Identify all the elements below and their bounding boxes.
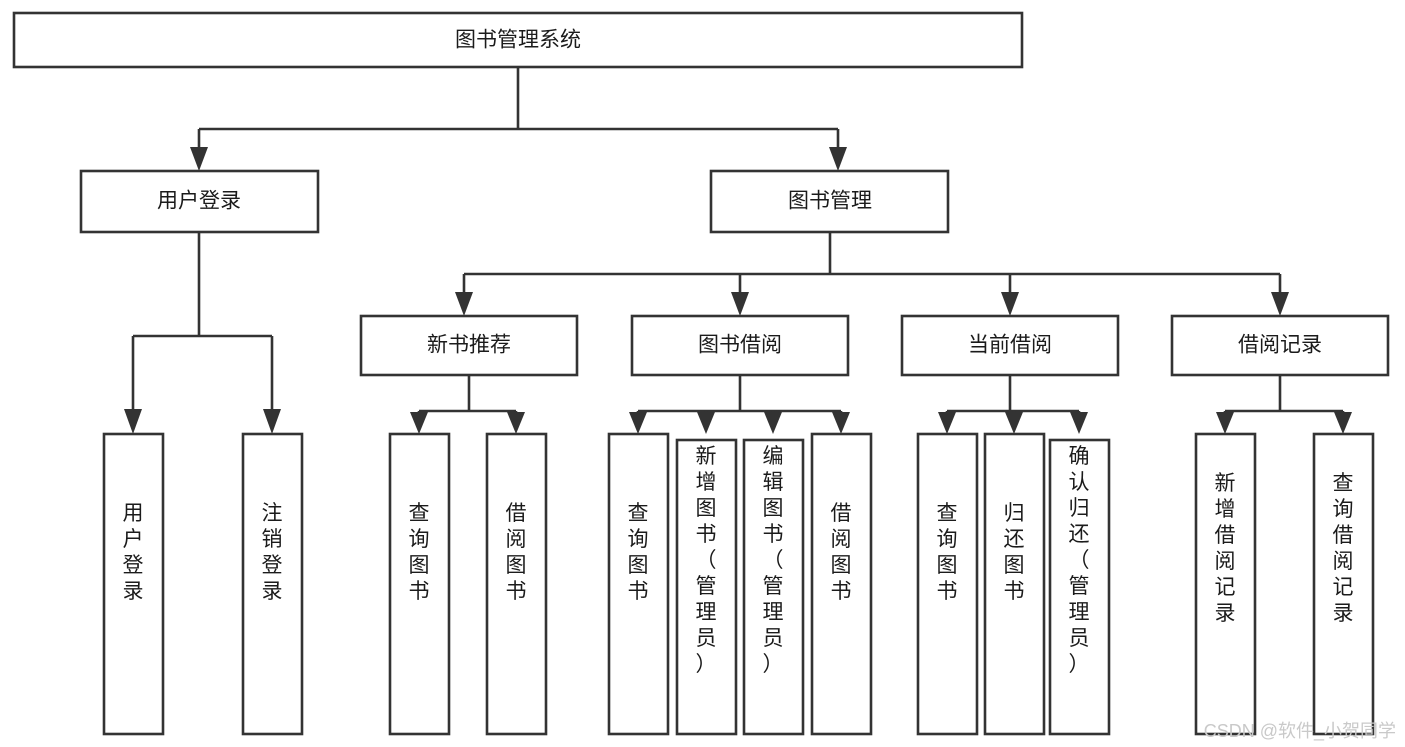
arrowhead-leaf-query-book-1 <box>410 412 428 434</box>
node-leaf-confirm-return[interactable]: 确认归还（管理员） <box>1048 438 1111 736</box>
node-borrow-record[interactable]: 借阅记录 <box>1170 314 1390 377</box>
arrowhead-leaf-user-login <box>124 409 142 434</box>
node-leaf-borrow-book-2[interactable]: 借阅图书 <box>810 432 873 736</box>
node-borrow-record-box[interactable] <box>1170 314 1390 377</box>
node-leaf-return-book-box[interactable] <box>983 432 1046 736</box>
node-borrow-record-label: 借阅记录 <box>1238 334 1322 357</box>
node-leaf-add-record-box[interactable] <box>1194 432 1257 736</box>
node-new-book-recommend-label: 新书推荐 <box>427 334 511 357</box>
arrowhead-leaf-query-book-2 <box>629 412 647 434</box>
node-book-borrow-label: 图书借阅 <box>698 334 782 357</box>
node-leaf-add-record[interactable]: 新增借阅记录 <box>1194 432 1257 736</box>
arrowhead-leaf-user-logout <box>263 409 281 434</box>
node-user-login[interactable]: 用户登录 <box>79 169 320 234</box>
node-leaf-borrow-book-1-box[interactable] <box>485 432 548 736</box>
node-leaf-return-book[interactable]: 归还图书 <box>983 432 1046 736</box>
node-leaf-query-record-box[interactable] <box>1312 432 1375 736</box>
node-leaf-query-book-3-label: 查询图书 <box>937 502 958 603</box>
node-book-borrow[interactable]: 图书借阅 <box>630 314 850 377</box>
leaf-nodes-layer: 用户登录 注销登录 查询图书 借阅图书 查询图书 新增图书（管理员） 编辑图书（… <box>102 432 1375 736</box>
node-leaf-borrow-book-1[interactable]: 借阅图书 <box>485 432 548 736</box>
node-leaf-query-book-2-label: 查询图书 <box>628 502 649 603</box>
node-leaf-edit-book-box[interactable] <box>742 438 805 736</box>
node-leaf-user-login-label: 用户登录 <box>123 502 144 603</box>
node-leaf-query-record-label: 查询借阅记录 <box>1333 472 1354 625</box>
node-leaf-query-book-3-box[interactable] <box>916 432 979 736</box>
node-book-manage-box[interactable] <box>709 169 950 234</box>
node-current-borrow-box[interactable] <box>900 314 1120 377</box>
node-leaf-confirm-return-box[interactable] <box>1048 438 1111 736</box>
arrowhead-user-login <box>190 147 208 171</box>
node-leaf-add-record-label: 新增借阅记录 <box>1215 472 1236 625</box>
node-new-book-recommend[interactable]: 新书推荐 <box>359 314 579 377</box>
node-leaf-query-book-3[interactable]: 查询图书 <box>916 432 979 736</box>
arrowhead-current-borrow <box>1001 292 1019 316</box>
node-leaf-confirm-return-label: 确认归还（管理员） <box>1069 445 1090 676</box>
node-new-book-recommend-box[interactable] <box>359 314 579 377</box>
arrowhead-leaf-query-book-3 <box>938 412 956 434</box>
arrowhead-borrow-record <box>1271 292 1289 316</box>
node-leaf-query-book-2[interactable]: 查询图书 <box>607 432 670 736</box>
node-leaf-query-book-1-label: 查询图书 <box>409 502 430 603</box>
arrowhead-leaf-edit-book <box>764 412 782 434</box>
node-root-box[interactable] <box>12 11 1024 69</box>
csdn-watermark: CSDN @软件_小贺同学 <box>1204 721 1396 742</box>
node-leaf-user-logout[interactable]: 注销登录 <box>241 432 304 736</box>
node-leaf-query-record[interactable]: 查询借阅记录 <box>1312 432 1375 736</box>
node-leaf-return-book-label: 归还图书 <box>1004 502 1025 603</box>
arrowhead-leaf-confirm-return <box>1070 412 1088 434</box>
arrowhead-book-manage <box>829 147 847 171</box>
node-leaf-add-book-box[interactable] <box>675 438 738 736</box>
node-leaf-borrow-book-2-box[interactable] <box>810 432 873 736</box>
node-leaf-borrow-book-1-label: 借阅图书 <box>506 502 527 603</box>
arrowhead-leaf-add-book <box>697 412 715 434</box>
arrowhead-leaf-borrow-book-2 <box>832 412 850 434</box>
node-leaf-user-logout-label: 注销登录 <box>262 502 283 603</box>
node-book-manage[interactable]: 图书管理 <box>709 169 950 234</box>
node-leaf-borrow-book-2-label: 借阅图书 <box>831 502 852 603</box>
arrowhead-leaf-return-book <box>1005 412 1023 434</box>
node-book-manage-label: 图书管理 <box>788 190 872 213</box>
arrowhead-leaf-borrow-book-1 <box>507 412 525 434</box>
node-leaf-user-logout-box[interactable] <box>241 432 304 736</box>
node-current-borrow[interactable]: 当前借阅 <box>900 314 1120 377</box>
arrowhead-leaf-add-record <box>1216 412 1234 434</box>
node-book-borrow-box[interactable] <box>630 314 850 377</box>
node-user-login-label: 用户登录 <box>157 190 241 213</box>
node-user-login-box[interactable] <box>79 169 320 234</box>
node-current-borrow-label: 当前借阅 <box>968 334 1052 357</box>
node-root[interactable]: 图书管理系统 <box>12 11 1024 69</box>
node-leaf-query-book-1-box[interactable] <box>388 432 451 736</box>
node-root-label: 图书管理系统 <box>455 29 581 52</box>
arrowhead-new-book-recommend <box>455 292 473 316</box>
node-leaf-add-book-label: 新增图书（管理员） <box>696 445 717 676</box>
node-leaf-add-book[interactable]: 新增图书（管理员） <box>675 438 738 736</box>
node-leaf-user-login[interactable]: 用户登录 <box>102 432 165 736</box>
arrowhead-leaf-query-record <box>1334 412 1352 434</box>
node-leaf-query-book-2-box[interactable] <box>607 432 670 736</box>
node-leaf-user-login-box[interactable] <box>102 432 165 736</box>
node-leaf-edit-book[interactable]: 编辑图书（管理员） <box>742 438 805 736</box>
arrowhead-book-borrow <box>731 292 749 316</box>
node-leaf-query-book-1[interactable]: 查询图书 <box>388 432 451 736</box>
node-leaf-edit-book-label: 编辑图书（管理员） <box>763 445 784 676</box>
connector-layer <box>124 67 1352 434</box>
